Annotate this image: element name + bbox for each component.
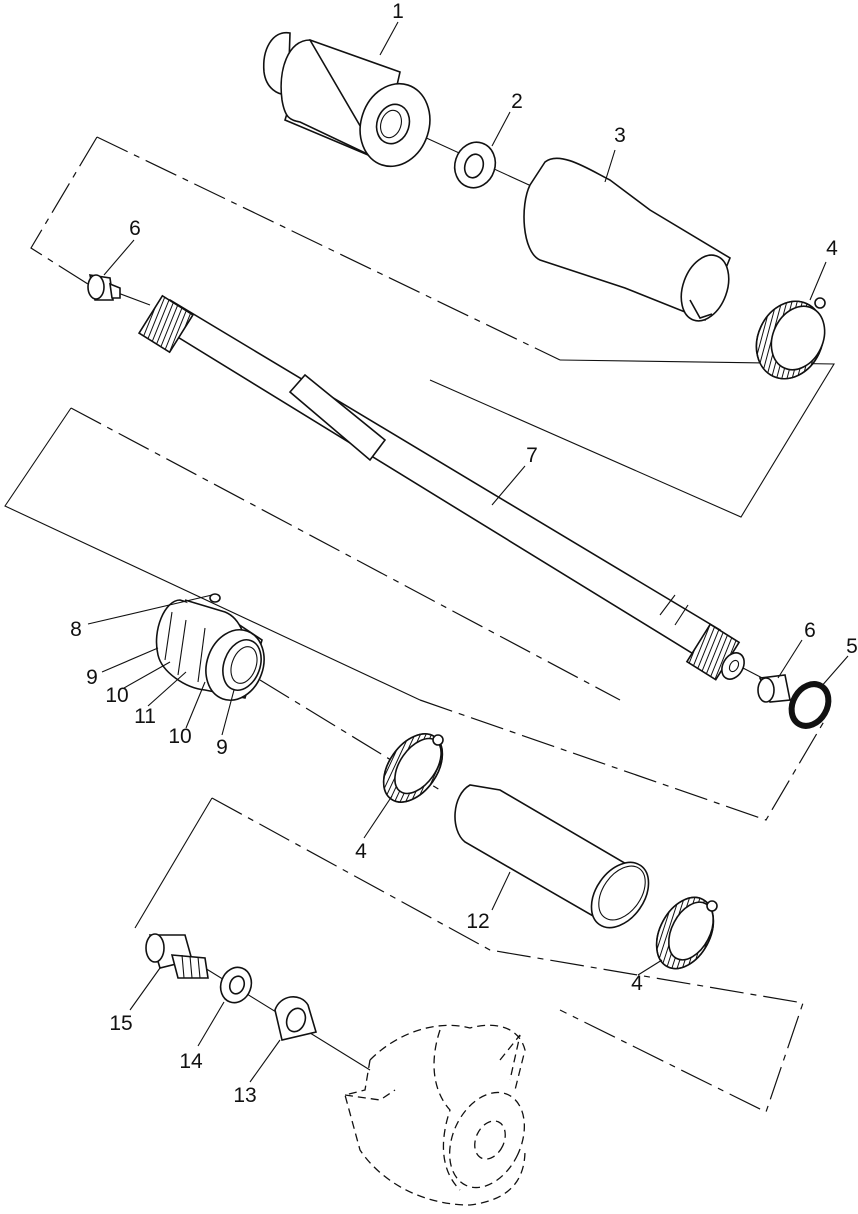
callout-7: 7: [526, 444, 538, 467]
callout-6-bottom: 6: [804, 619, 816, 642]
phantom-impeller-housing: [344, 1024, 526, 1206]
callout-13: 13: [233, 1084, 256, 1107]
callout-3: 3: [614, 124, 626, 147]
part-13-gasket: [274, 996, 318, 1041]
leader-lines: [87, 21, 849, 1083]
callout-11: 11: [134, 705, 156, 728]
part-coupler-assembly: [155, 593, 265, 701]
part-4-clamp-middle: [382, 733, 444, 803]
part-1-sleeve: [263, 32, 431, 168]
callout-5: 5: [846, 635, 858, 658]
callout-4-middle: 4: [355, 840, 367, 863]
part-2-washer: [453, 141, 497, 189]
callout-6-top: 6: [129, 217, 141, 240]
callout-1: 1: [392, 0, 404, 23]
callout-14: 14: [179, 1050, 203, 1073]
callout-12: 12: [466, 910, 489, 933]
part-6-cap-top: [87, 274, 121, 301]
part-4-clamp-top: [755, 297, 826, 380]
callout-15: 15: [109, 1012, 132, 1035]
callout-10-left: 10: [105, 684, 128, 707]
part-3-boot: [523, 157, 731, 322]
callout-labels: 1 2 3 4 6 7 8 9 10 11 10 9 6 5 4 12 4 15…: [70, 0, 858, 1107]
part-15-fitting: [145, 933, 209, 979]
assembly-outline-middle: [4, 407, 827, 821]
assembly-outline-lower: [134, 797, 804, 1113]
callout-4-bottom: 4: [631, 972, 643, 995]
callout-10-right: 10: [168, 725, 191, 748]
part-7-shaft: [137, 294, 745, 681]
part-4-clamp-bottom: [655, 896, 718, 970]
part-5-o-ring: [788, 681, 832, 729]
part-12-tube: [454, 784, 650, 929]
callout-9-right: 9: [216, 736, 228, 759]
part-14-washer: [219, 966, 253, 1004]
callout-9-left: 9: [86, 666, 98, 689]
callout-2: 2: [511, 90, 523, 113]
assembly-outline-upper: [30, 136, 835, 518]
callout-4-top: 4: [826, 237, 838, 260]
part-6-cap-bottom: [757, 674, 791, 703]
callout-8: 8: [70, 618, 82, 641]
